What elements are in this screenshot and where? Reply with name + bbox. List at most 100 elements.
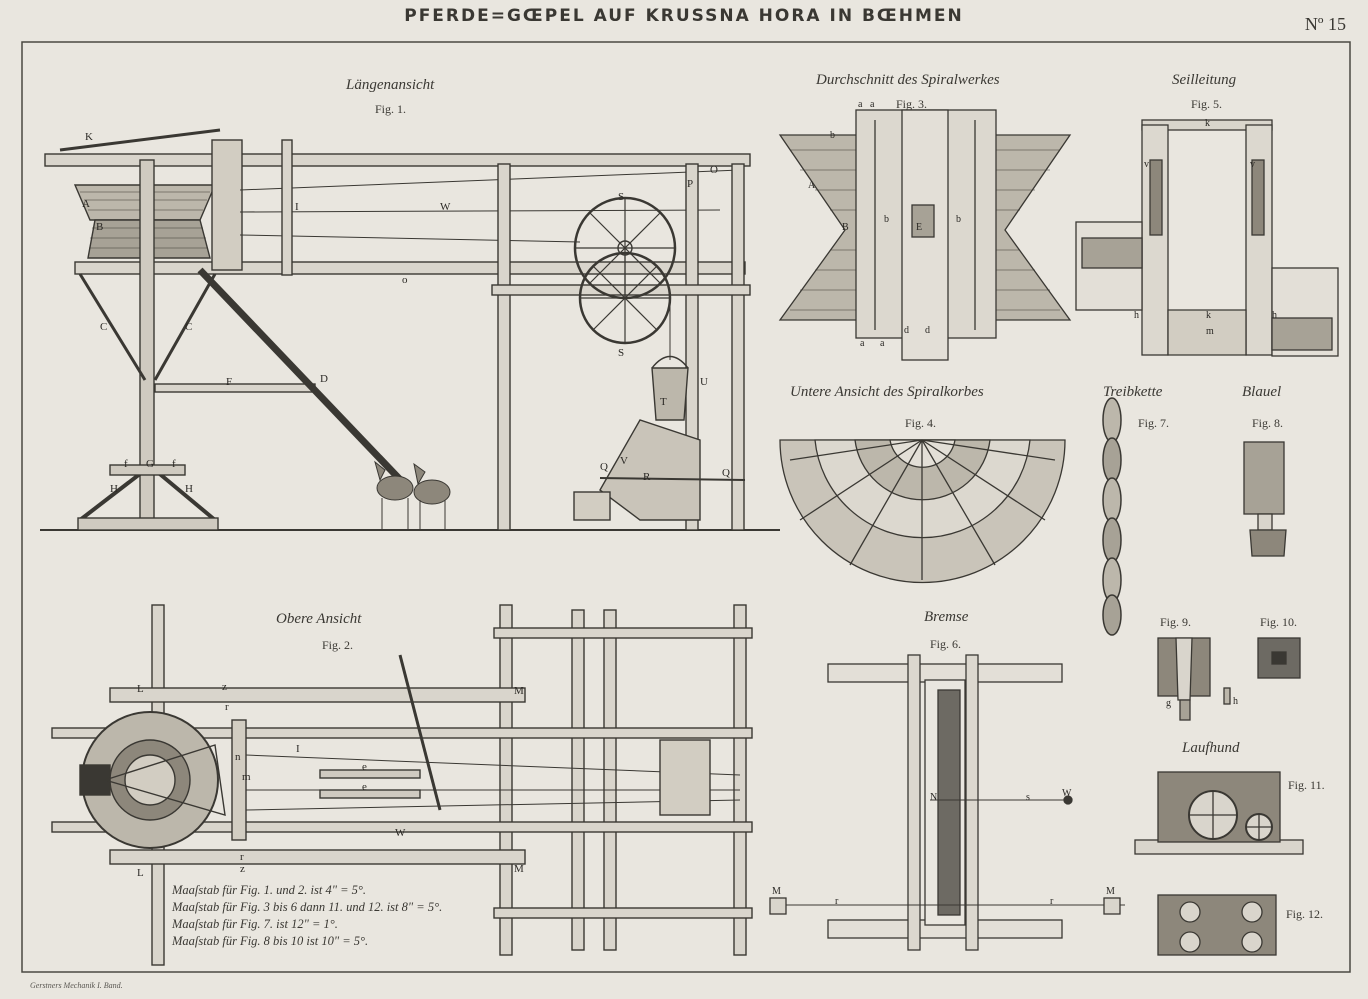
svg-text:M: M [514,863,524,875]
svg-text:k: k [1205,118,1210,129]
svg-text:A: A [808,180,816,191]
fig5-label: Fig. 5. [1191,97,1223,111]
svg-text:E: E [916,222,922,233]
plate-title: PFERDE=GŒPEL AUF KRUSSNA HORA IN BŒHMEN [404,6,964,26]
fig1-heading: Längenansicht [346,77,435,93]
fig4-underside [779,439,1066,584]
fig6-label: Fig. 6. [930,637,962,651]
svg-text:L: L [137,867,144,879]
fig9 [1157,637,1231,721]
svg-text:B: B [96,221,103,233]
svg-text:b: b [956,214,961,225]
svg-text:V: V [620,455,628,467]
svg-text:M: M [772,886,781,897]
svg-text:L: L [137,683,144,695]
fig6-letters: N W M Mr r s [772,788,1115,907]
svg-text:d: d [904,325,909,336]
svg-text:A: A [82,198,90,210]
svg-text:n: n [235,751,241,763]
svg-text:m: m [242,771,251,783]
svg-text:h: h [1272,310,1277,321]
svg-text:r: r [1050,896,1054,907]
svg-text:M: M [1106,886,1115,897]
svg-text:r: r [240,851,244,863]
svg-text:h: h [1233,696,1238,707]
svg-text:e: e [362,781,367,793]
fig1-label: Fig. 1. [375,102,407,116]
scale-note-4: Maaſstab für Fig. 8 bis 10 ist 10" = 5°. [172,934,369,948]
fig5-heading: Seilleitung [1172,72,1237,88]
svg-text:f: f [124,458,128,470]
fig2-letters: LLM MIW zzr rmn ee [137,681,524,879]
fig7-chain [1102,397,1122,636]
svg-text:a: a [870,99,875,110]
svg-text:G: G [146,458,154,470]
svg-text:N: N [930,792,937,803]
svg-text:B: B [842,222,849,233]
svg-text:s: s [1026,792,1030,803]
fig5-rope-guide [1075,119,1339,357]
scale-note-1: Maaſstab für Fig. 1. und 2. ist 4" = 5°. [172,883,367,897]
fig8-label: Fig. 8. [1252,416,1284,430]
scale-note-3: Maaſstab für Fig. 7. ist 12" = 1°. [172,917,338,931]
svg-text:I: I [296,743,300,755]
lever-arm [59,128,221,152]
svg-text:W: W [1062,788,1072,799]
sweep-arm [197,267,413,493]
svg-text:W: W [395,827,406,839]
svg-text:W: W [440,201,451,213]
svg-text:Q: Q [600,461,608,473]
svg-text:Q: Q [722,467,730,479]
svg-text:C: C [185,321,192,333]
plate-number: Nº 15 [1304,14,1346,34]
svg-text:H: H [185,483,193,495]
svg-text:m: m [1206,326,1214,337]
fig10-label: Fig. 10. [1260,615,1298,629]
svg-text:U: U [700,376,708,388]
fig6-heading: Bremse [924,609,969,625]
svg-text:D: D [320,373,328,385]
fig7-heading: Treibkette [1103,384,1163,400]
fig7-label: Fig. 7. [1138,416,1170,430]
horses-icon [374,460,451,530]
fig11-laufhund [1134,771,1304,855]
svg-text:e: e [362,761,367,773]
svg-text:h: h [1134,310,1139,321]
fig4-label: Fig. 4. [905,416,937,430]
svg-text:r: r [225,701,229,713]
svg-text:o: o [402,274,408,286]
svg-text:R: R [643,471,651,483]
svg-text:S: S [618,191,624,203]
fig9-label: Fig. 9. [1160,615,1192,629]
fig11-label: Fig. 11. [1288,778,1325,792]
bucket [651,367,689,421]
fig4-heading: Untere Ansicht des Spiralkorbes [790,384,984,400]
fig8-blauel [1243,441,1287,557]
svg-text:z: z [222,681,227,693]
svg-text:r: r [835,896,839,907]
fig2-label: Fig. 2. [322,638,354,652]
svg-text:O: O [710,164,718,176]
fig3-heading: Durchschnitt des Spiralwerkes [816,72,1000,88]
svg-text:P: P [687,178,693,190]
scale-note-2: Maaſstab für Fig. 3 bis 6 dann 11. und 1… [172,900,443,914]
cart [573,491,611,521]
svg-text:H: H [110,483,118,495]
fig10 [1257,637,1301,679]
svg-text:z: z [240,863,245,875]
svg-text:a: a [858,99,863,110]
svg-text:b: b [884,214,889,225]
fig3-spiral-section [778,109,1072,361]
svg-text:a: a [880,338,885,349]
svg-text:S: S [618,347,624,359]
svg-text:v: v [1144,159,1149,170]
fig6-brake [769,654,1125,951]
svg-text:b: b [830,130,835,141]
fig11-heading: Laufhund [1182,740,1240,756]
